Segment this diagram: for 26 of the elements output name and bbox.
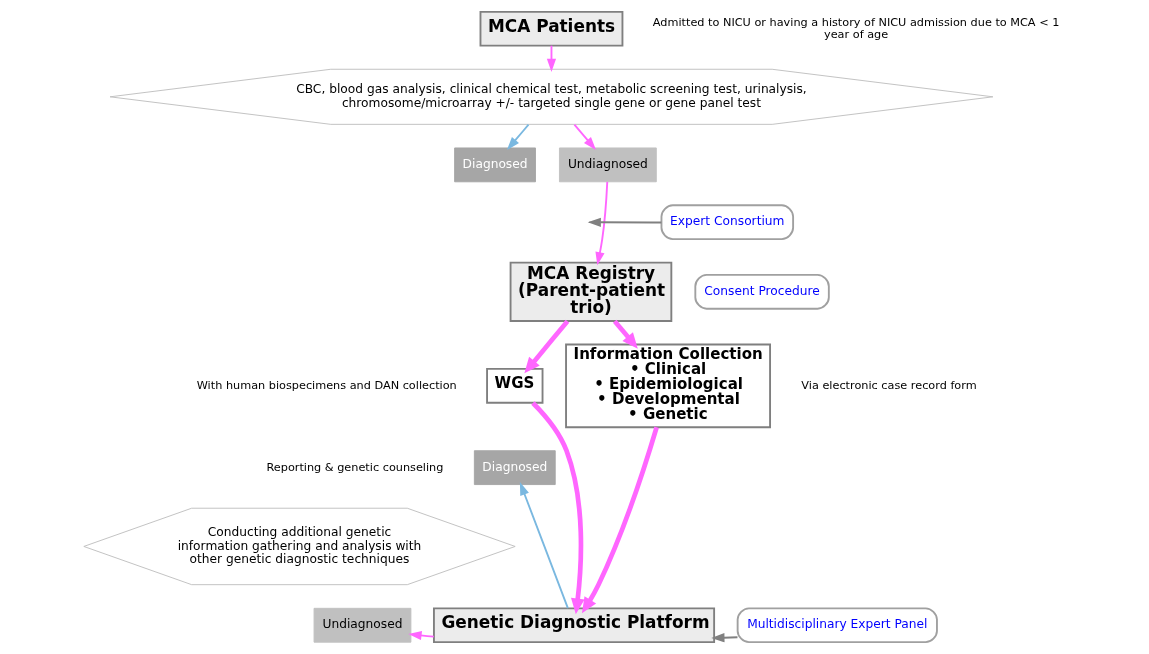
arrow [530, 401, 585, 615]
arrow [519, 482, 569, 610]
arrow [572, 123, 596, 151]
arrow [612, 319, 638, 349]
arrow [581, 426, 659, 614]
arrow [506, 123, 529, 151]
node-box: WGS [485, 367, 543, 404]
node-box: Genetic Diagnostic Platform [432, 607, 715, 644]
node-label: Reporting & genetic counseling [266, 460, 443, 474]
arrow [594, 180, 608, 266]
node-label: Via electronic case record form [800, 378, 977, 392]
node-box: Diagnosed [453, 147, 536, 183]
node-box: Diagnosed [473, 450, 556, 486]
node-label: Admitted to NICU or having a history of NICU admission due to MCA < 1 year of age [652, 15, 1059, 41]
node-box: MCA Registry (Parent-patient trio) [509, 261, 672, 322]
node-box: Expert Consortium [660, 204, 794, 241]
node-box: Consent Procedure [693, 273, 830, 310]
arrow [587, 217, 662, 227]
node-box: Information Collection • Clinical • Epidemiological • Developmental • Genetic [564, 343, 771, 429]
arrow [523, 319, 569, 374]
node-box: Multidisciplinary Expert Panel [736, 607, 938, 644]
node-box: MCA Patients [479, 10, 623, 47]
arrow [407, 630, 435, 641]
node-label: With human biospecimens and DAN collection [196, 378, 457, 392]
node-box: Undiagnosed [558, 147, 657, 183]
node-box: Undiagnosed [313, 607, 411, 643]
